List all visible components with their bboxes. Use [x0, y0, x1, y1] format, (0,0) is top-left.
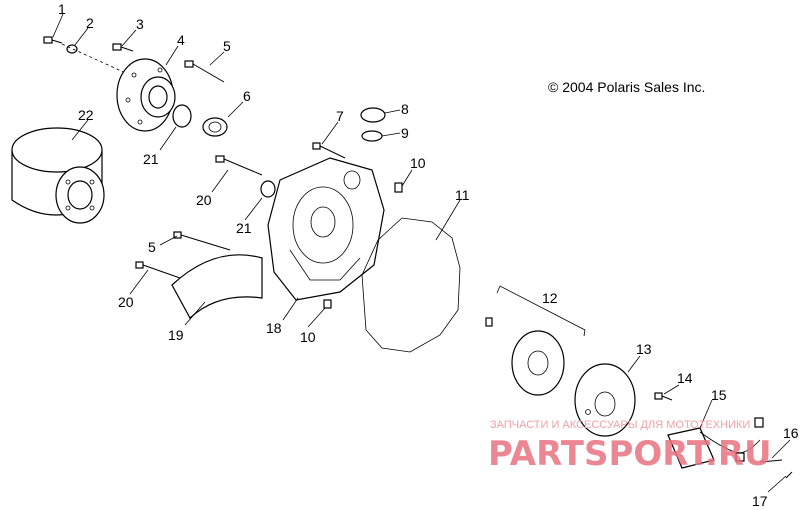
crankcase-cover [267, 157, 385, 301]
callout-15: 15 [711, 387, 727, 403]
callout-4: 4 [177, 32, 185, 48]
guard-19 [171, 254, 263, 319]
watermark-tagline: ЗАПЧАСТИ И АКСЕССУАРЫ ДЛЯ МОТОТЕХНИКИ [490, 419, 750, 431]
callout-8: 8 [401, 101, 409, 117]
screw-16 [759, 459, 783, 463]
stator-15 [667, 417, 764, 469]
gasket-6 [202, 117, 228, 137]
bolt-20-upper [215, 155, 263, 176]
callout-12: 12 [542, 290, 558, 306]
callout-22: 22 [78, 107, 94, 123]
callout-16: 16 [783, 425, 799, 441]
bolt-1 [43, 36, 63, 44]
watermark-logo: ЗАПЧАСТИ И АКСЕССУАРЫ ДЛЯ МОТОТЕХНИКИ PA… [488, 419, 772, 474]
callout-labels: 1 2 3 4 5 6 7 8 9 10 11 12 13 14 15 16 1… [58, 1, 799, 509]
bolt-3 [112, 43, 134, 52]
gasket-11 [361, 217, 461, 353]
flywheel-group [485, 285, 636, 437]
plug-8 [360, 107, 386, 123]
callout-21b: 21 [236, 220, 252, 236]
callout-7: 7 [336, 108, 344, 124]
callout-5b: 5 [148, 239, 156, 255]
callout-5a: 5 [223, 38, 231, 54]
dowel-10-lower [323, 299, 332, 309]
bolt-14 [654, 392, 673, 401]
leader-lines [52, 13, 791, 493]
filter-housing [116, 58, 176, 132]
callout-2: 2 [86, 15, 94, 31]
callout-14: 14 [677, 370, 693, 386]
callout-11: 11 [455, 187, 470, 203]
callout-19: 19 [168, 327, 184, 343]
bolt-5-upper [184, 60, 225, 83]
bolt-7 [312, 142, 346, 159]
callout-1: 1 [58, 1, 66, 17]
callout-10b: 10 [300, 329, 316, 345]
o-ring-21a [172, 104, 192, 128]
callout-18: 18 [266, 320, 282, 336]
callout-21a: 21 [143, 151, 159, 167]
screw-17 [785, 471, 793, 479]
o-ring-21b [260, 180, 276, 198]
callout-17: 17 [752, 493, 768, 509]
washer-2 [66, 44, 78, 54]
bolt-5-lower [173, 231, 231, 251]
callout-6: 6 [243, 88, 251, 104]
copyright-notice: © 2004 Polaris Sales Inc. [548, 79, 705, 95]
callout-13: 13 [636, 341, 652, 357]
callout-3: 3 [136, 16, 144, 32]
callout-10a: 10 [410, 155, 426, 171]
oil-filter [11, 127, 105, 224]
callout-20b: 20 [118, 294, 134, 310]
callout-20a: 20 [196, 192, 212, 208]
watermark-brand: PARTSPORT.RU [488, 434, 772, 474]
o-ring-9 [361, 130, 383, 142]
callout-9: 9 [401, 125, 409, 141]
dowel-10-upper [394, 182, 403, 193]
